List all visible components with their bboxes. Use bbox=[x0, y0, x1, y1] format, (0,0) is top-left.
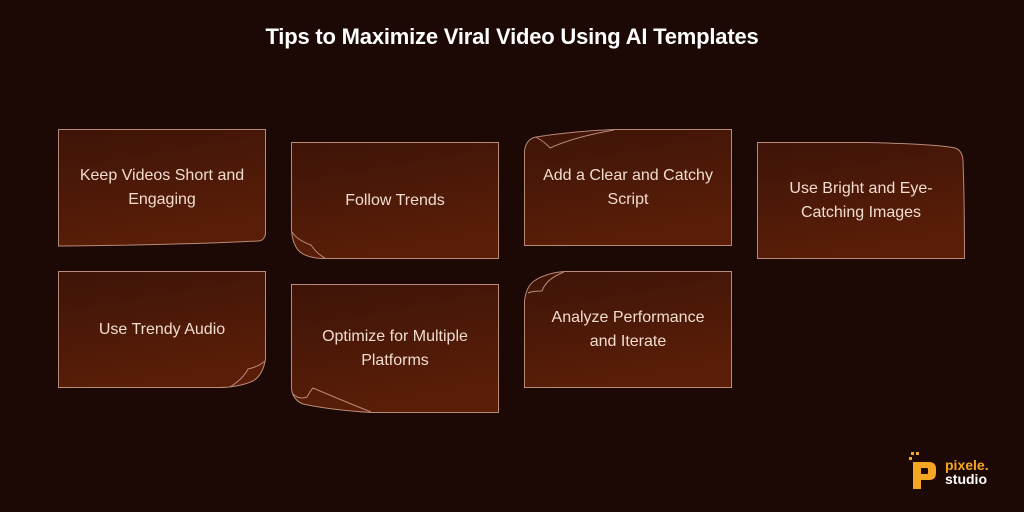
tip-label: Keep Videos Short and Engaging bbox=[79, 166, 245, 208]
logo-text-pixele: pixele. bbox=[945, 457, 989, 473]
tip-label: Use Bright and Eye-Catching Images bbox=[789, 179, 933, 221]
sticky-note-shape bbox=[58, 271, 266, 388]
sticky-note-shape bbox=[291, 284, 499, 413]
sticky-note-shape bbox=[524, 271, 732, 388]
sticky-note-shape bbox=[58, 129, 266, 247]
sticky-note-shape bbox=[757, 142, 966, 259]
logo-text-studio: studio bbox=[945, 471, 987, 487]
tip-card-follow-trends: Follow Trends bbox=[291, 142, 499, 259]
sticky-note-shape bbox=[524, 129, 732, 246]
tip-card-multiple-platforms: Optimize for Multiple Platforms bbox=[291, 284, 499, 413]
tip-label: Optimize for Multiple Platforms bbox=[322, 327, 468, 369]
tip-label: Use Trendy Audio bbox=[98, 320, 226, 338]
page-title: Tips to Maximize Viral Video Using AI Te… bbox=[265, 24, 759, 49]
tip-label: Add a Clear and Catchy Script bbox=[543, 166, 713, 208]
pixele-studio-logo: pixele. studio bbox=[909, 452, 999, 492]
tip-card-analyze-performance: Analyze Performance and Iterate bbox=[524, 271, 732, 388]
tip-card-bright-images: Use Bright and Eye-Catching Images bbox=[757, 142, 966, 259]
tip-card-clear-catchy-script: Add a Clear and Catchy Script bbox=[524, 129, 732, 246]
tip-card-keep-videos-short: Keep Videos Short and Engaging bbox=[58, 129, 266, 247]
tip-label: Analyze Performance and Iterate bbox=[551, 308, 705, 350]
tip-card-trendy-audio: Use Trendy Audio bbox=[58, 271, 266, 388]
tip-label: Follow Trends bbox=[345, 191, 445, 209]
pixel-p-icon bbox=[909, 452, 936, 489]
sticky-note-shape bbox=[291, 142, 499, 259]
